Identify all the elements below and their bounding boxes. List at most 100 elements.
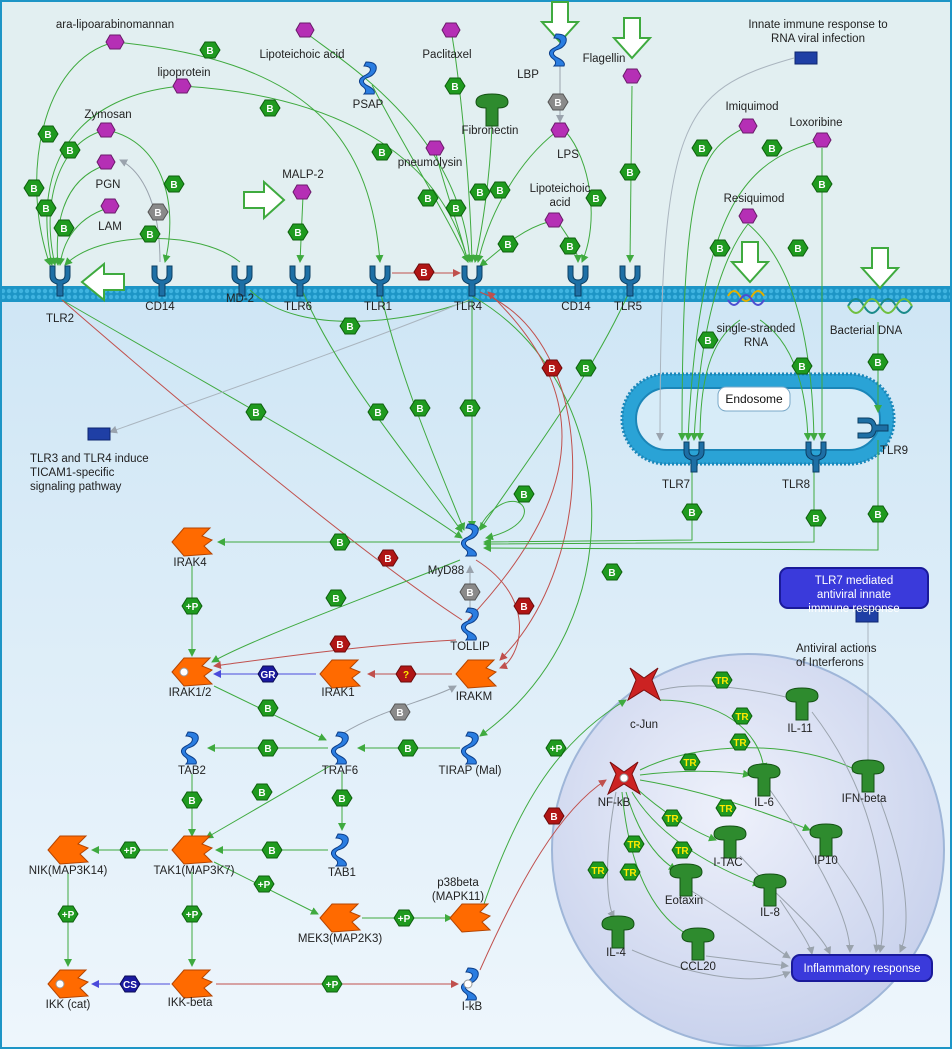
- edge-badge-text: TR: [735, 712, 749, 723]
- node-p38[interactable]: [449, 903, 492, 933]
- edge-badge-text: B: [698, 144, 705, 155]
- node-lta1[interactable]: [295, 22, 315, 38]
- node-cjun[interactable]: [626, 667, 662, 702]
- node-psap[interactable]: [358, 61, 377, 95]
- node-fibronectin[interactable]: [475, 93, 509, 127]
- edge-nfkb-eotaxin: [625, 791, 677, 871]
- edge-tlr4-ticam: [109, 299, 469, 434]
- edge-badge-text: B: [554, 98, 561, 109]
- node-irak4[interactable]: [171, 527, 214, 557]
- node-ccl20[interactable]: [681, 927, 715, 961]
- node-ip10[interactable]: [809, 823, 843, 857]
- edge-badge-transcription: TR: [619, 863, 641, 881]
- node-itac[interactable]: [713, 825, 747, 859]
- node-md2[interactable]: [231, 265, 253, 297]
- edge-badge-text: B: [42, 204, 49, 215]
- edge-badge-gray: B: [547, 93, 569, 111]
- node-lbp[interactable]: [548, 33, 567, 67]
- label-ara_lam: ara-lipoarabinomannan: [56, 19, 174, 31]
- node-il8[interactable]: [753, 873, 787, 907]
- node-myd88[interactable]: [460, 523, 479, 557]
- node-irak1[interactable]: [319, 659, 362, 689]
- node-tollip[interactable]: [460, 607, 479, 641]
- edge-badge-text: B: [582, 364, 589, 375]
- node-tlr7[interactable]: [683, 441, 705, 473]
- edge-badge-transcription: TR: [587, 861, 609, 879]
- node-tlr1[interactable]: [369, 265, 391, 297]
- edge-badge-text: ?: [403, 670, 409, 681]
- node-tab1[interactable]: [330, 833, 349, 867]
- node-lps[interactable]: [550, 122, 570, 138]
- label-tlr2: TLR2: [46, 313, 74, 325]
- edge-p38-cjun: [483, 699, 627, 905]
- label-ip10: IP10: [814, 855, 838, 867]
- edge-badge-text: B: [520, 602, 527, 613]
- edge-badge-binding: B: [575, 359, 597, 377]
- node-pneumolysin[interactable]: [425, 140, 445, 156]
- node-ikkbeta[interactable]: [171, 969, 214, 999]
- edge-tollip-tlr4: [467, 291, 563, 621]
- node-malp2[interactable]: [292, 184, 312, 200]
- node-tlr2[interactable]: [49, 265, 71, 297]
- node-zymosan[interactable]: [96, 122, 116, 138]
- node-paclitaxel[interactable]: [441, 22, 461, 38]
- node-imiquimod[interactable]: [738, 118, 758, 134]
- node-tlr4[interactable]: [461, 265, 483, 297]
- node-flagellin[interactable]: [622, 68, 642, 84]
- edge-tlr4-irakm: [479, 291, 574, 661]
- edge-badge-text: +P: [326, 980, 339, 991]
- edge-badge-binding: B: [497, 235, 519, 253]
- node-tlr8[interactable]: [805, 441, 827, 473]
- node-ifnb[interactable]: [851, 759, 885, 793]
- edge-badge-binding: B: [23, 179, 45, 197]
- node-cd14a[interactable]: [151, 265, 173, 297]
- label-cd14b: CD14: [561, 301, 591, 313]
- edge-badge-binding: B: [791, 357, 813, 375]
- node-il4[interactable]: [601, 915, 635, 949]
- node-lam[interactable]: [100, 198, 120, 214]
- node-irakm[interactable]: [455, 659, 498, 689]
- node-il11[interactable]: [785, 687, 819, 721]
- node-cd14b[interactable]: [567, 265, 589, 297]
- node-pgn[interactable]: [96, 154, 116, 170]
- node-tak1[interactable]: [171, 835, 214, 865]
- edge-badge-binding: B: [371, 143, 393, 161]
- node-mek3[interactable]: [319, 903, 362, 933]
- edge-badge-binding: B: [261, 841, 283, 859]
- node-ikb[interactable]: [460, 967, 479, 1001]
- node-tlr6[interactable]: [289, 265, 311, 297]
- node-tlr5[interactable]: [619, 265, 641, 297]
- node-nik[interactable]: [47, 835, 90, 865]
- node-tirap[interactable]: [460, 731, 479, 765]
- edge-badge-text: B: [874, 510, 881, 521]
- node-loxoribine[interactable]: [812, 132, 832, 148]
- edge-badge-text: B: [396, 708, 403, 719]
- node-traf6[interactable]: [330, 731, 349, 765]
- process-box-inflammatory[interactable]: [791, 954, 933, 982]
- node-tlr9[interactable]: [857, 417, 889, 439]
- edge-tlr8-myd88: [483, 470, 815, 548]
- edge-ikb-nfkb: [479, 779, 607, 971]
- node-lipoprotein[interactable]: [172, 78, 192, 94]
- process-box-tlr7-antiviral[interactable]: [779, 567, 929, 609]
- node-tab2[interactable]: [180, 731, 199, 765]
- node-ara_lam[interactable]: [105, 34, 125, 50]
- node-ikkcat[interactable]: [47, 969, 90, 999]
- edge-badge-binding: B: [469, 183, 491, 201]
- label-tak1: TAK1(MAP3K7): [154, 865, 235, 877]
- node-resiquimod[interactable]: [738, 208, 758, 224]
- edge-badge-text: B: [154, 208, 161, 219]
- label-eotaxin: Eotaxin: [665, 895, 703, 907]
- edge-badge-text: B: [818, 180, 825, 191]
- edge-ssrna-tlr7: [696, 319, 741, 441]
- edge-badge-binding: B: [787, 239, 809, 257]
- edge-badge-text: TR: [719, 804, 733, 815]
- node-irak12[interactable]: [171, 657, 214, 687]
- edge-badge-text: B: [374, 408, 381, 419]
- node-il6[interactable]: [747, 763, 781, 797]
- node-eotaxin[interactable]: [669, 863, 703, 897]
- edge-badge-text: CS: [123, 980, 137, 991]
- edge-resiquimod-tlr8: [747, 223, 818, 441]
- node-lta2[interactable]: [544, 212, 564, 228]
